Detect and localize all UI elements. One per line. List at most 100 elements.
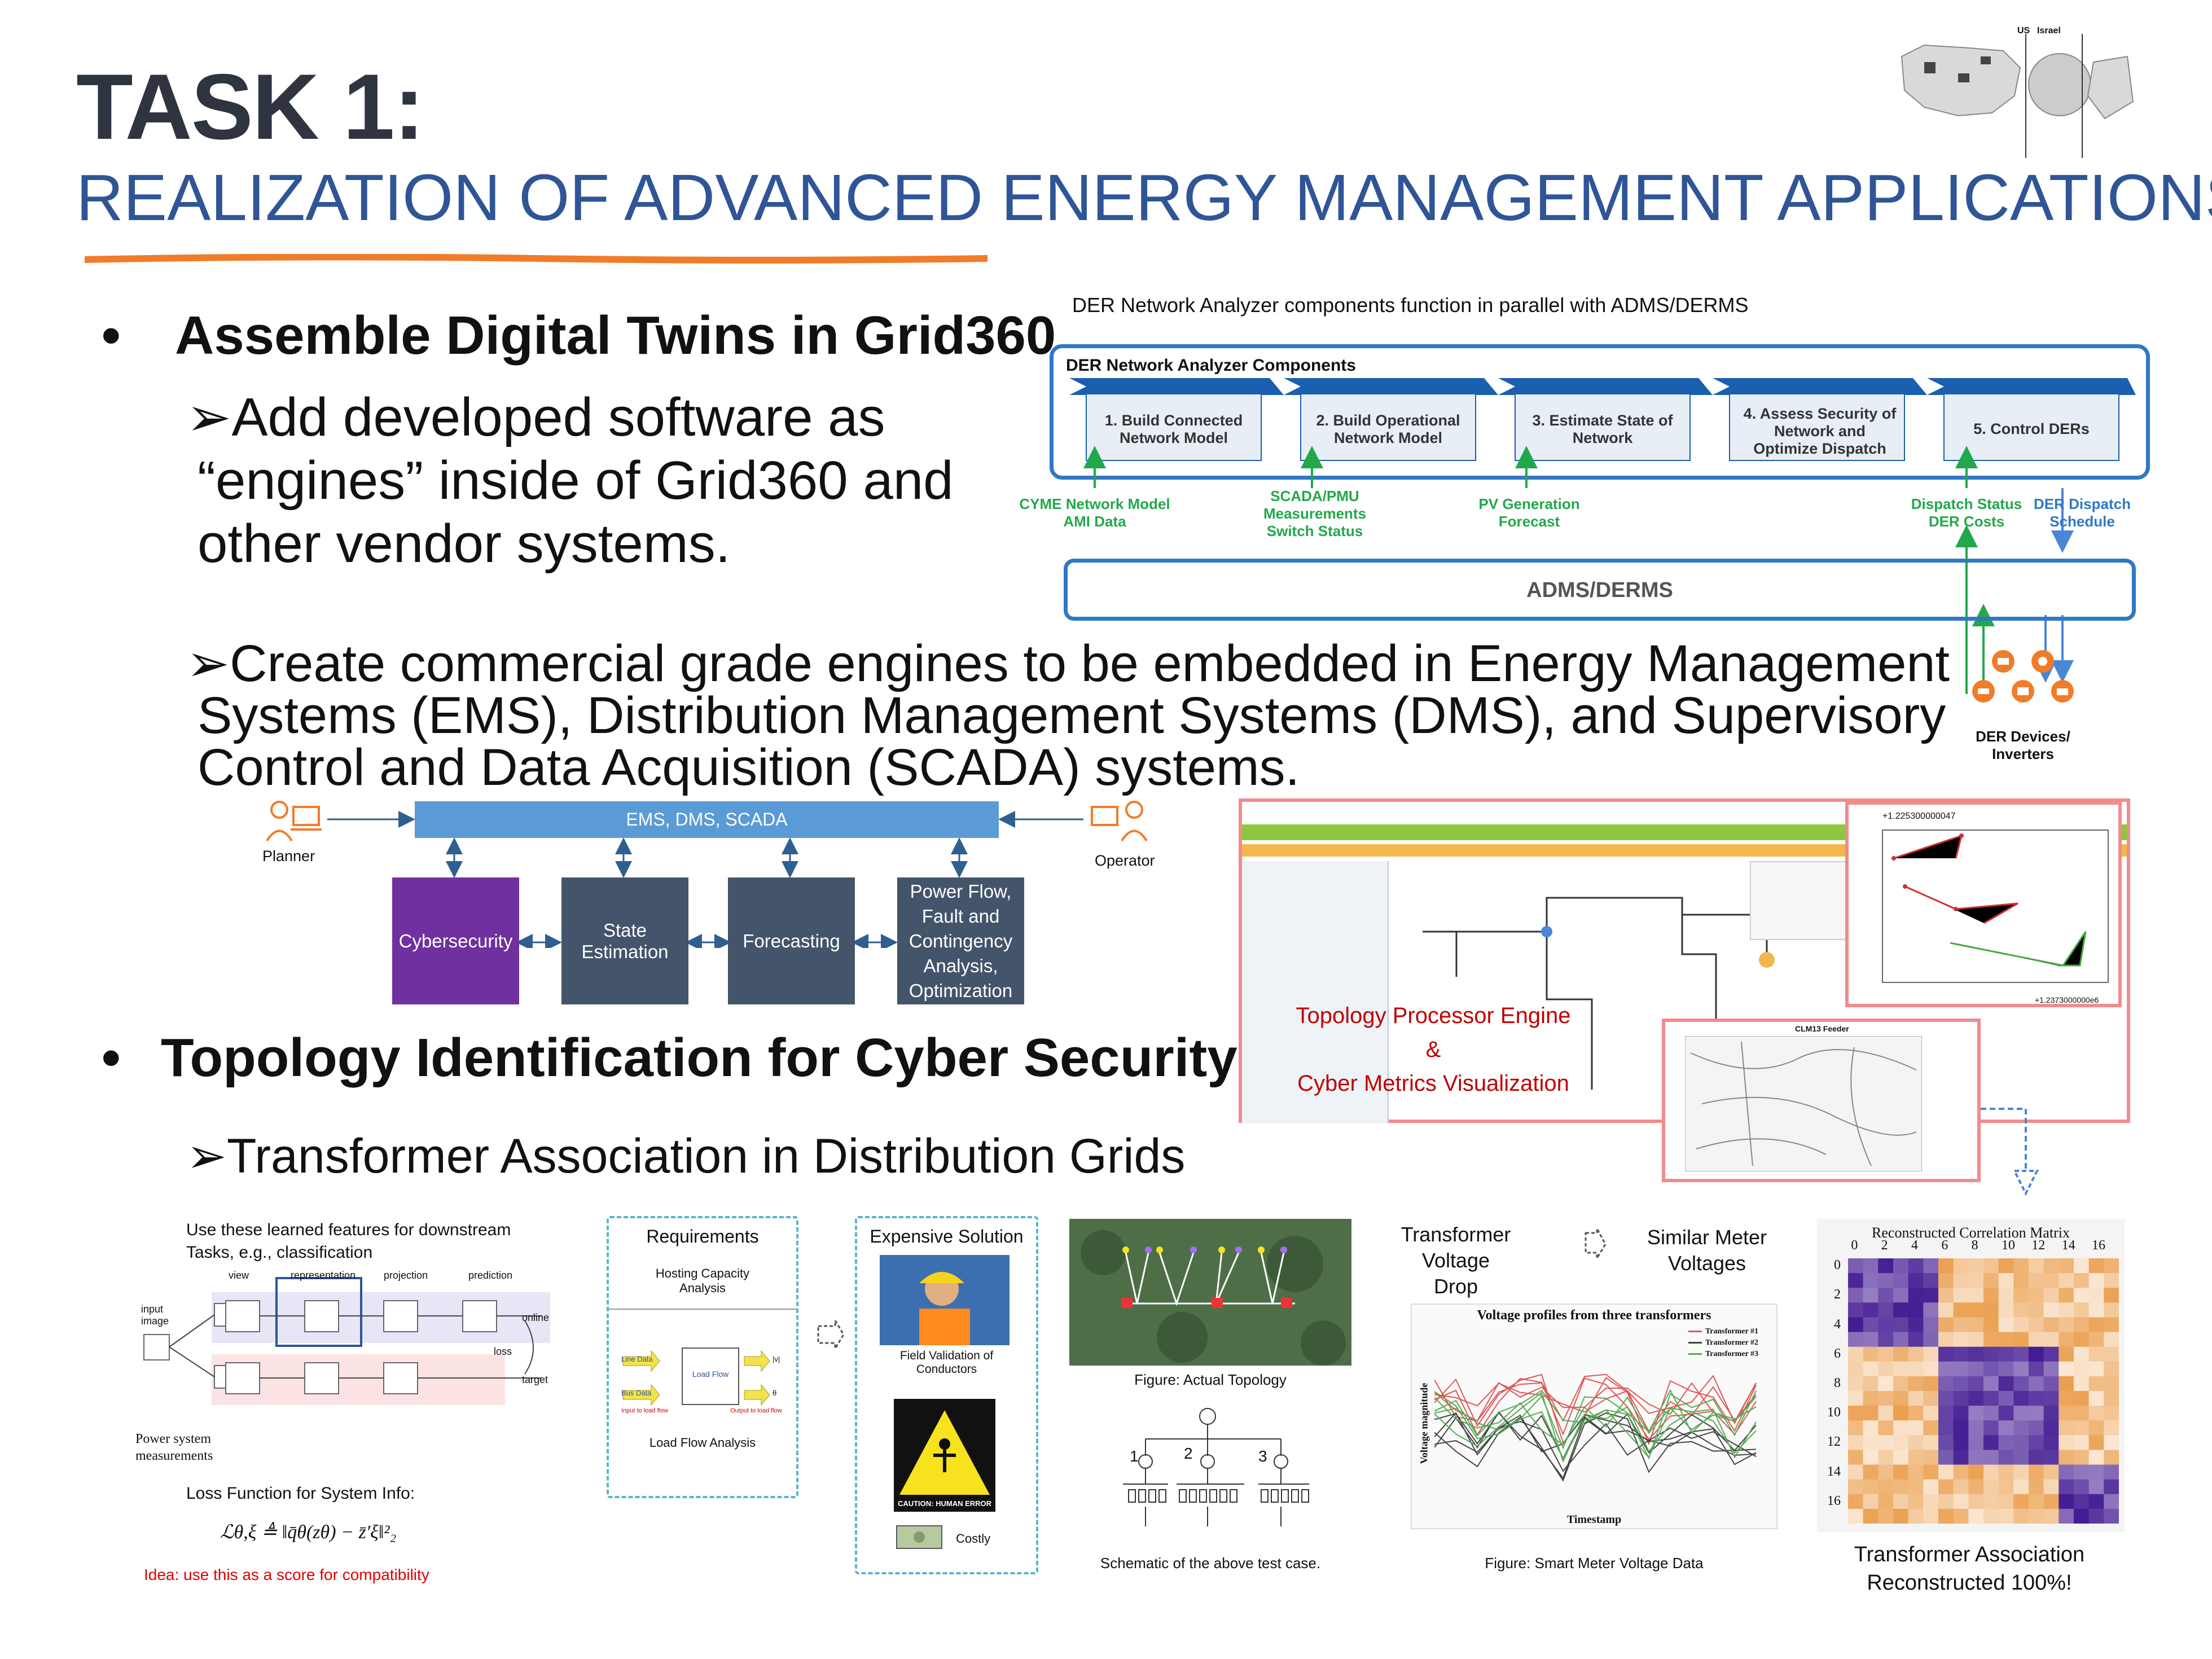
der-step-4: 4. Assess Security of Network and Optimi… — [1743, 405, 1897, 457]
heatmap-cell — [2074, 1494, 2090, 1509]
heatmap-cell — [2043, 1435, 2059, 1450]
ml-label-loss: loss — [494, 1346, 512, 1357]
heatmap-cell — [1908, 1450, 1924, 1465]
heatmap-cell — [1968, 1391, 1984, 1406]
heatmap-cell — [1908, 1317, 1924, 1333]
heatmap-cell — [1908, 1346, 1924, 1362]
heatmap-cell — [1893, 1391, 1909, 1406]
heatmap-cell — [1998, 1288, 2014, 1303]
heatmap-cell — [2059, 1302, 2074, 1318]
der-step-5: 5. Control DERs — [1973, 420, 2090, 437]
heatmap-cell — [1878, 1479, 1894, 1495]
heatmap-cell — [2043, 1376, 2059, 1392]
heatmap-cell — [1878, 1450, 1894, 1465]
voltage-ylabel: Voltage magnitude — [1418, 1382, 1430, 1464]
heatmap-cell — [2043, 1494, 2059, 1509]
heatmap-cell — [1908, 1494, 1924, 1509]
heatmap-cell — [2104, 1258, 2119, 1274]
der-input-pv: PV Generation Forecast — [1478, 495, 1580, 530]
corr-ytick: 8 — [1834, 1375, 1841, 1390]
sub1-line-2: “engines” inside of Grid360 and — [198, 450, 954, 511]
der-step-2: 2. Build Operational Network Model — [1316, 412, 1460, 446]
der-arrows — [1083, 446, 2074, 694]
ml-power-label: Power system measurements — [135, 1432, 213, 1463]
req-divider — [609, 1309, 796, 1310]
heatmap-cell — [1968, 1361, 1984, 1377]
heatmap-cell — [1998, 1435, 2014, 1450]
planner-label: Planner — [262, 848, 315, 864]
heatmap-cell — [2029, 1346, 2044, 1362]
heatmap-cell — [2043, 1361, 2059, 1377]
heatmap-cell — [1968, 1273, 1984, 1288]
heatmap-cell — [2029, 1391, 2044, 1406]
heatmap-cell — [1998, 1317, 2014, 1333]
heatmap-cell — [1893, 1273, 1909, 1288]
heatmap-cell — [2074, 1361, 2090, 1377]
dashed-cycle-arrow-1 — [817, 1318, 845, 1351]
heatmap-cell — [1998, 1420, 2014, 1436]
schematic-num-3: 3 — [1258, 1447, 1267, 1465]
heatmap-cell — [1953, 1420, 1969, 1436]
partner-map-logo: US Israel — [1890, 23, 2144, 164]
heatmap-cell — [2043, 1258, 2059, 1274]
heatmap-cell — [1968, 1406, 1984, 1421]
heatmap-cell — [2074, 1317, 2090, 1333]
voltage-series-line — [1434, 1412, 1757, 1482]
heatmap-cell — [1923, 1479, 1939, 1495]
heatmap-cell — [1983, 1317, 1999, 1333]
heatmap-cell — [1878, 1302, 1894, 1318]
heatmap-cell — [1968, 1479, 1984, 1495]
heatmap-cell — [1983, 1508, 1999, 1524]
heatmap-cell — [2088, 1332, 2104, 1348]
heatmap-cell — [2029, 1258, 2044, 1274]
heatmap-cell — [2059, 1450, 2074, 1465]
heatmap-cell — [2104, 1450, 2119, 1465]
heatmap-cell — [2088, 1420, 2104, 1436]
heatmap-cell — [1998, 1302, 2014, 1318]
heatmap-cell — [1938, 1376, 1954, 1392]
der-input-scada: SCADA/PMU Measurements Switch Status — [1263, 488, 1367, 539]
heatmap-cell — [1893, 1406, 1909, 1421]
heatmap-cell — [1938, 1361, 1954, 1377]
heatmap-cell — [1878, 1406, 1894, 1421]
heatmap-cell — [1908, 1361, 1924, 1377]
schematic-num-2: 2 — [1184, 1445, 1193, 1462]
heatmap-cell — [1848, 1464, 1864, 1480]
heatmap-cell — [1938, 1302, 1954, 1318]
heatmap-cell — [2013, 1332, 2029, 1348]
heatmap-cell — [2104, 1302, 2119, 1318]
heatmap-cell — [2074, 1376, 2090, 1392]
heatmap-cell — [2059, 1288, 2074, 1303]
heatmap-cell — [1938, 1273, 1954, 1288]
voltage-caption: Figure: Smart Meter Voltage Data — [1485, 1555, 1704, 1572]
heatmap-cell — [2088, 1406, 2104, 1421]
heatmap-cell — [1968, 1450, 1984, 1465]
heatmap-cell — [2013, 1494, 2029, 1509]
module-state-estimation-label: State Estimation — [581, 919, 669, 962]
corr-xtick: 14 — [2061, 1238, 2075, 1253]
heatmap-cell — [1983, 1346, 1999, 1362]
heatmap-cell — [2104, 1346, 2119, 1362]
heatmap-cell — [1878, 1494, 1894, 1509]
heatmap-cell — [1938, 1450, 1954, 1465]
heatmap-cell — [1998, 1479, 2014, 1495]
heatmap-cell — [1923, 1435, 1939, 1450]
heatmap-cell — [1968, 1464, 1984, 1480]
heatmap-cell — [1938, 1288, 1954, 1303]
heatmap-cell — [1893, 1420, 1909, 1436]
heatmap-cell — [1938, 1391, 1954, 1406]
corr-ytick: 4 — [1834, 1316, 1841, 1332]
transformer-drop-line-2: Voltage Drop — [1421, 1249, 1490, 1298]
heatmap-cell — [2013, 1464, 2029, 1480]
voltage-series-line — [1434, 1412, 1757, 1472]
heatmap-cell — [1998, 1258, 2014, 1274]
heatmap-cell — [2013, 1376, 2029, 1392]
heatmap-cell — [1893, 1464, 1909, 1480]
heatmap-cell — [1848, 1302, 1864, 1318]
req-footer: Load Flow Analysis — [649, 1436, 756, 1450]
heatmap-cell — [2088, 1391, 2104, 1406]
bullet-2: • — [102, 1028, 121, 1088]
corr-xtick: 2 — [1881, 1238, 1888, 1253]
heatmap-cell — [1923, 1302, 1939, 1318]
